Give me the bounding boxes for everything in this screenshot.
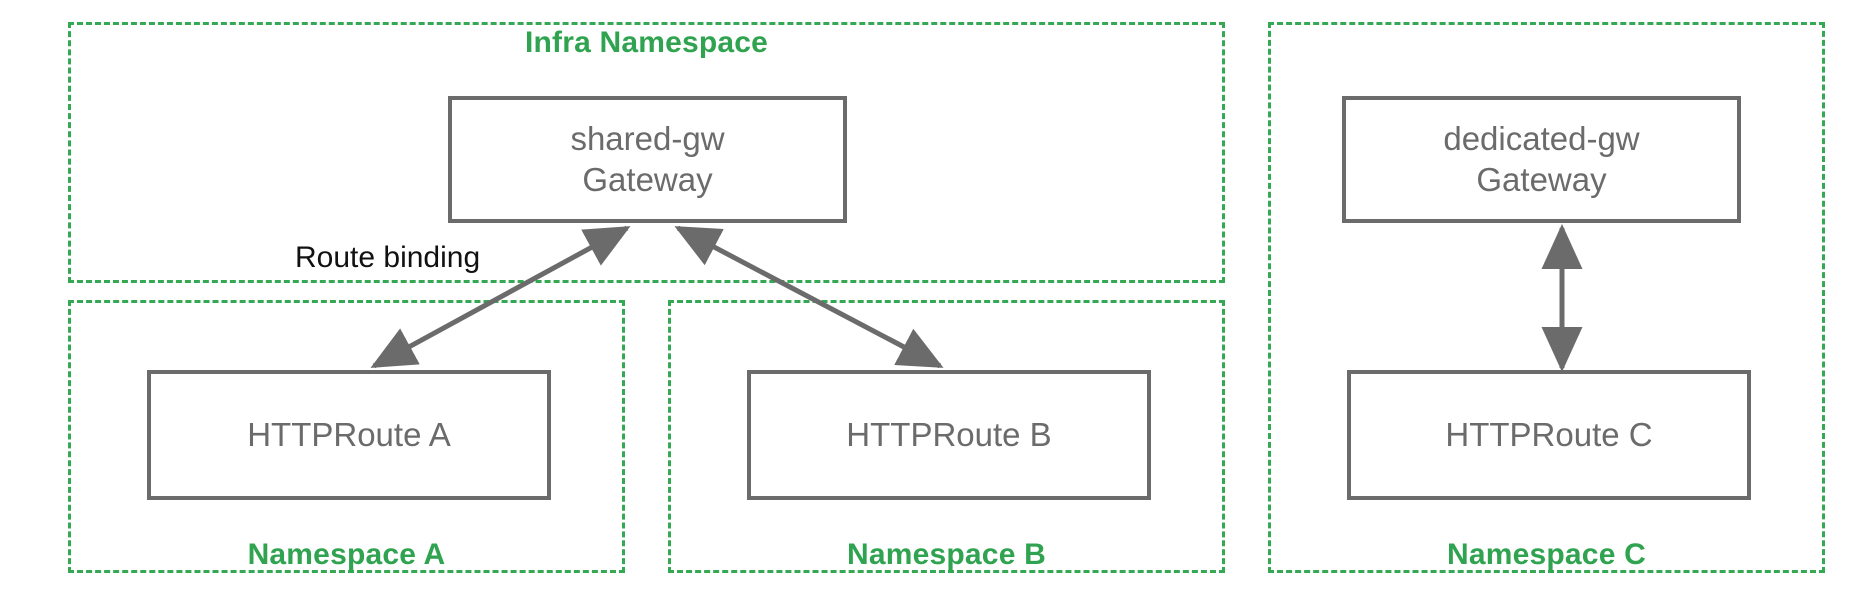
namespace-box-b [668, 300, 1225, 573]
namespace-box-infra [68, 22, 1225, 283]
namespace-box-c [1268, 22, 1825, 573]
namespace-label-c: Namespace C [1447, 538, 1646, 571]
resource-name-route-a: HTTPRoute A [247, 415, 451, 453]
resource-box-route-c[interactable]: HTTPRoute C [1347, 370, 1751, 500]
namespace-box-a [68, 300, 625, 573]
resource-name-shared-gw: shared-gw [570, 120, 725, 158]
namespace-label-a: Namespace A [247, 538, 446, 571]
resource-name-route-c: HTTPRoute C [1445, 415, 1653, 453]
namespace-label-infra: Infra Namespace [524, 26, 769, 59]
resource-box-route-a[interactable]: HTTPRoute A [147, 370, 551, 500]
namespace-label-b: Namespace B [847, 538, 1046, 571]
resource-name-dedicated-gw: dedicated-gw [1443, 120, 1640, 158]
resource-box-route-b[interactable]: HTTPRoute B [747, 370, 1151, 500]
edge-label-route-binding: Route binding [295, 241, 481, 274]
resource-name-route-b: HTTPRoute B [846, 415, 1052, 453]
resource-kind-shared-gw: Gateway [582, 160, 713, 198]
resource-box-dedicated-gw[interactable]: dedicated-gw Gateway [1342, 96, 1741, 223]
resource-kind-dedicated-gw: Gateway [1476, 160, 1607, 198]
resource-box-shared-gw[interactable]: shared-gw Gateway [448, 96, 847, 223]
